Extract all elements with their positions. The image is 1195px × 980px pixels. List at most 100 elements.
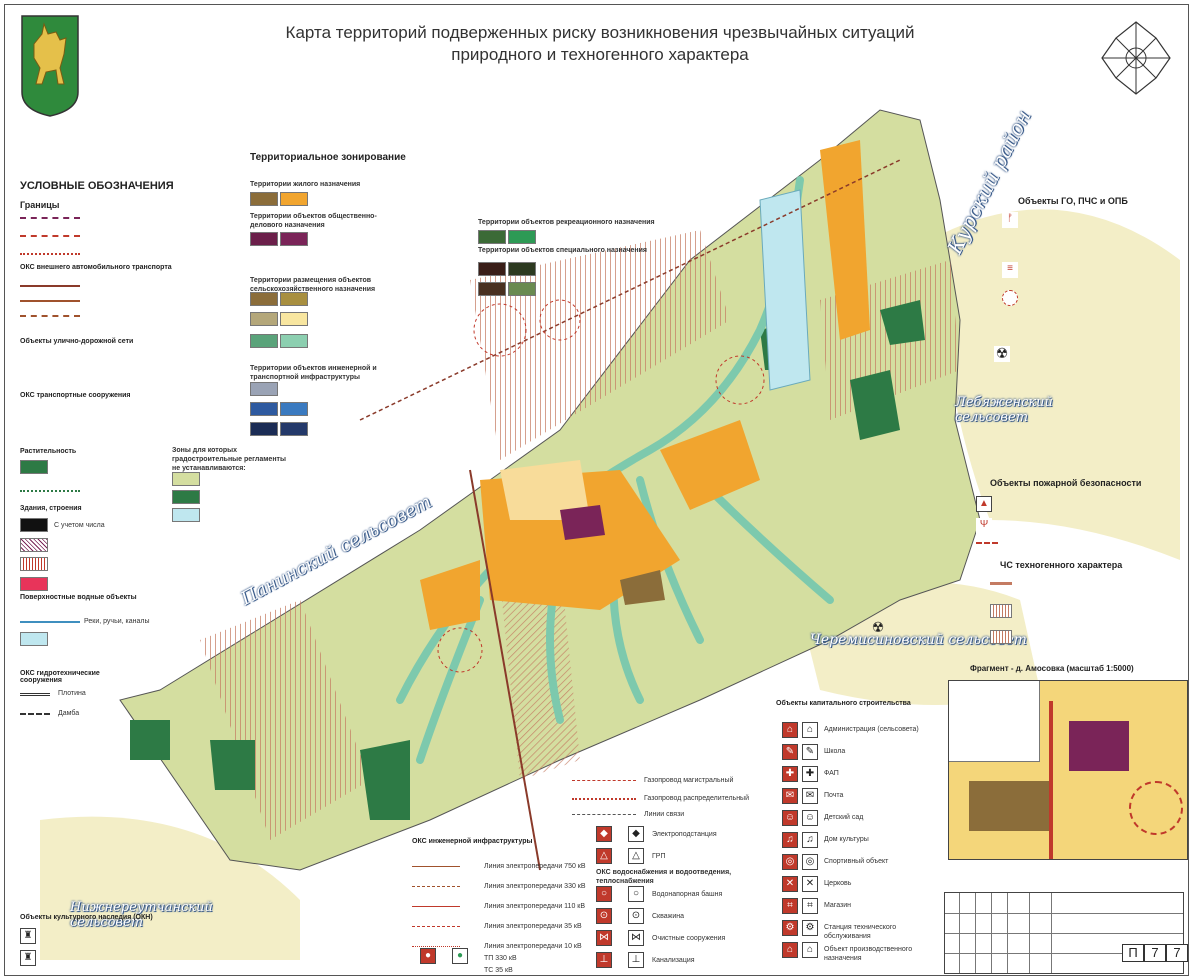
well-icon: ⊙ — [628, 908, 644, 924]
border-line-swatch — [20, 217, 80, 219]
residential-zone — [660, 420, 760, 510]
engineering-swatch — [280, 402, 308, 416]
monument-icon: ♜ — [20, 928, 36, 944]
capital-object-icon: ✉ — [782, 788, 798, 804]
gas-point-icon: △ — [628, 848, 644, 864]
residential-zone — [820, 140, 870, 340]
agricultural-swatch — [250, 292, 278, 306]
capital-object-label: Дом культуры — [824, 836, 869, 843]
power-line-label: Линия электропередачи 10 кВ — [484, 943, 582, 950]
capital-object-label: ФАП — [824, 770, 839, 777]
legend-section-hydro: ОКС гидротехнические сооружения — [20, 670, 100, 684]
capital-object-icon: ⌂ — [802, 942, 818, 958]
tech-zone-hatch-swatch — [990, 630, 1012, 644]
pond-swatch — [20, 632, 48, 646]
zoning-no-regulation-label: Зоны для которых градостроительные регла… — [172, 447, 286, 472]
north-arrow-icon — [1101, 21, 1171, 95]
power-line-swatch — [412, 886, 460, 887]
gas-line-swatch — [572, 780, 636, 781]
agricultural-swatch — [280, 292, 308, 306]
capital-object-label: Церковь — [824, 880, 852, 887]
capital-heading: Объекты капитального строительства — [776, 700, 911, 707]
sewer-icon: ⊥ — [628, 952, 644, 968]
zoning-heading: Территориальное зонирование — [250, 152, 406, 163]
fragment-public-zone — [1069, 721, 1129, 771]
tech-zone-hatch-swatch — [990, 604, 1012, 618]
coat-of-arms-icon — [21, 15, 79, 117]
public-swatch — [250, 232, 278, 246]
capital-object-label: Школа — [824, 748, 846, 755]
capital-object-icon: ✉ — [802, 788, 818, 804]
engineering-heading: ОКС инженерной инфраструктуры — [412, 838, 533, 845]
road-line-swatch — [20, 285, 80, 287]
substation-label: ТП 330 кВ — [484, 955, 517, 962]
control-point-icon: ≡ — [1002, 262, 1018, 278]
water-item-label: Электроподстанция — [652, 831, 717, 838]
fire-station-icon: ▲ — [976, 496, 992, 512]
water-item-label: Водонапорная башня — [652, 891, 723, 898]
water-tower-icon: ○ — [596, 886, 612, 902]
sewer-icon: ⊥ — [596, 952, 612, 968]
road-secondary — [359, 159, 901, 421]
fragment-road — [1049, 701, 1053, 859]
no-regulation-swatch — [172, 490, 200, 504]
power-line-swatch — [412, 946, 460, 947]
capital-object-icon: ✕ — [802, 876, 818, 892]
power-line-swatch — [412, 906, 460, 907]
capital-object-icon: ♫ — [802, 832, 818, 848]
station-zone-icon — [1002, 290, 1018, 306]
capital-object-icon: ✚ — [802, 766, 818, 782]
shelterbelt-swatch — [20, 490, 80, 492]
capital-object-icon: ☺ — [802, 810, 818, 826]
agricultural-swatch — [250, 334, 278, 348]
water-item-label: ГРП — [652, 853, 666, 860]
go-heading: Объекты ГО, ПЧС и ОПБ — [1018, 196, 1128, 206]
residential-zone — [420, 560, 480, 630]
capital-object-icon: ✎ — [802, 744, 818, 760]
building-swatch — [20, 518, 48, 532]
river-swatch — [20, 621, 80, 623]
road-line-swatch — [20, 300, 80, 302]
sheet-type: П — [1122, 944, 1144, 962]
capital-object-label: Объект производственного назначения — [824, 946, 913, 962]
river-label: Реки, ручьи, каналы — [84, 618, 150, 625]
gas-point-icon: △ — [596, 848, 612, 864]
gas-line-label: Газопровод распределительный — [644, 795, 749, 802]
power-line-swatch — [412, 866, 460, 867]
public-swatch — [280, 232, 308, 246]
capital-object-icon: ✚ — [782, 766, 798, 782]
sheet-number: 7 — [1144, 944, 1166, 962]
agricultural-swatch — [280, 312, 308, 326]
special-swatch — [508, 282, 536, 296]
water-item-label: Канализация — [652, 957, 695, 964]
zoning-special-label: Территории объектов специального назначе… — [478, 247, 647, 254]
capital-object-icon: ☺ — [782, 810, 798, 826]
water-item-label: Очистные сооружения — [652, 935, 726, 942]
power-line-label: Линия электропередачи 750 кВ — [484, 863, 586, 870]
well-icon: ⊙ — [596, 908, 612, 924]
water-item-label: Скважина — [652, 913, 685, 920]
legend-section-water: Поверхностные водные объекты — [20, 594, 137, 601]
road-line-swatch — [20, 315, 80, 317]
engineering-swatch — [250, 382, 278, 396]
capital-object-icon: ✕ — [782, 876, 798, 892]
tech-heading: ЧС техногенного характера — [1000, 560, 1123, 570]
substation-icon: ● — [452, 948, 468, 964]
fragment-title: Фрагмент - д. Амосовка (масштаб 1:5000) — [970, 664, 1134, 673]
special-swatch — [508, 262, 536, 276]
gas-line-label: Газопровод магистральный — [644, 777, 734, 784]
agricultural-zone — [620, 570, 665, 605]
capital-object-icon: ⚙ — [802, 920, 818, 936]
legend-section-vegetation: Растительность — [20, 448, 77, 455]
capital-object-icon: ◎ — [802, 854, 818, 870]
comm-line-label: Линии связи — [644, 811, 685, 818]
engineering-swatch — [280, 422, 308, 436]
sheet-total: 7 — [1166, 944, 1188, 962]
capital-object-label: Администрация (сельсовета) — [824, 726, 919, 733]
border-line-swatch — [20, 253, 80, 255]
capital-object-label: Почта — [824, 792, 844, 799]
dam-swatch — [20, 693, 50, 696]
forest-patch — [130, 720, 170, 760]
public-zone — [560, 505, 605, 540]
fragment-inset — [948, 680, 1188, 860]
